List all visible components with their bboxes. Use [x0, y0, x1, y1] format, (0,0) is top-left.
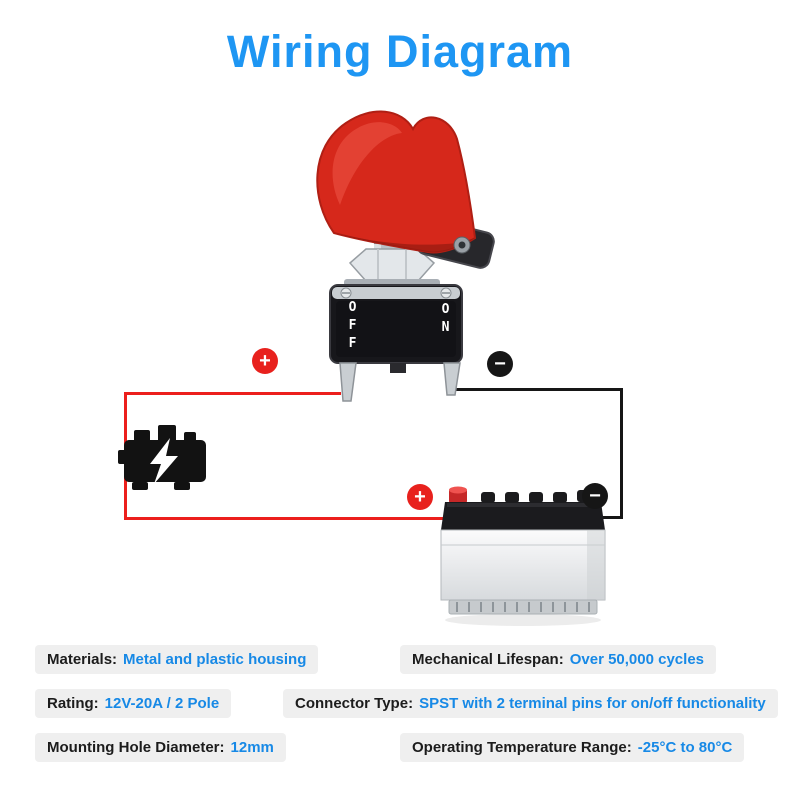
switch-terminal-pins [339, 362, 461, 402]
minus-icon: − [487, 351, 513, 377]
spec-rating: Rating: 12V-20A / 2 Pole [35, 689, 232, 718]
battery-base-ribs [456, 602, 590, 612]
toggle-switch-illustration [290, 95, 510, 415]
spec-label: Materials: [47, 651, 118, 668]
red-safety-cover [316, 110, 477, 254]
spec-operating-temperature: Operating Temperature Range: -25°C to 80°… [400, 733, 745, 762]
spec-label: Connector Type: [295, 695, 414, 712]
spec-value: SPST with 2 terminal pins for on/off fun… [419, 695, 766, 712]
battery-body [440, 529, 606, 601]
spec-label: Operating Temperature Range: [412, 739, 632, 756]
black-wire-right-vertical [620, 388, 623, 519]
red-wire-top-horizontal [124, 392, 341, 395]
spec-value: Over 50,000 cycles [569, 651, 705, 668]
toggle-switch-svg [316, 110, 495, 402]
spec-connector-type: Connector Type: SPST with 2 terminal pins… [283, 689, 778, 718]
battery-positive-terminal [449, 486, 467, 504]
switch-on-label: ON [438, 302, 453, 338]
car-battery-illustration [437, 486, 609, 628]
switch-body [329, 284, 463, 373]
car-battery-svg [440, 486, 606, 626]
page-title: Wiring Diagram [226, 26, 574, 77]
black-wire-bottom-horizontal [598, 516, 623, 519]
switch-off-label: OFF [345, 300, 360, 354]
battery-shadow [445, 614, 601, 626]
battery-cell-caps [481, 492, 567, 503]
switch-hex-nut [344, 248, 440, 288]
battery-base [448, 599, 598, 615]
minus-icon: − [582, 483, 608, 509]
spec-value: 12mm [230, 739, 274, 756]
engine-icon [118, 422, 212, 494]
spec-mechanical-lifespan: Mechanical Lifespan: Over 50,000 cycles [400, 645, 717, 674]
engine-icon-svg [118, 425, 206, 490]
spec-value: 12V-20A / 2 Pole [104, 695, 220, 712]
plus-glyph: + [259, 350, 271, 372]
minus-glyph: − [589, 485, 601, 507]
plus-glyph: + [414, 486, 426, 508]
spec-label: Mechanical Lifespan: [412, 651, 564, 668]
spec-value: -25°C to 80°C [637, 739, 733, 756]
battery-top-case [441, 502, 605, 530]
hinge-screw-center [458, 241, 466, 249]
spec-value: Metal and plastic housing [123, 651, 307, 668]
spec-label: Rating: [47, 695, 99, 712]
spec-label: Mounting Hole Diameter: [47, 739, 225, 756]
spec-mounting-hole-diameter: Mounting Hole Diameter: 12mm [35, 733, 286, 762]
minus-glyph: − [494, 353, 506, 375]
black-wire-top-horizontal [455, 388, 623, 391]
spec-materials: Materials: Metal and plastic housing [35, 645, 319, 674]
battery-top-highlight [447, 503, 599, 507]
plus-icon: + [252, 348, 278, 374]
red-wire-bottom-horizontal [124, 517, 454, 520]
lightning-bolt-icon [150, 438, 178, 484]
battery-side-shade [587, 530, 605, 600]
plus-icon: + [407, 484, 433, 510]
